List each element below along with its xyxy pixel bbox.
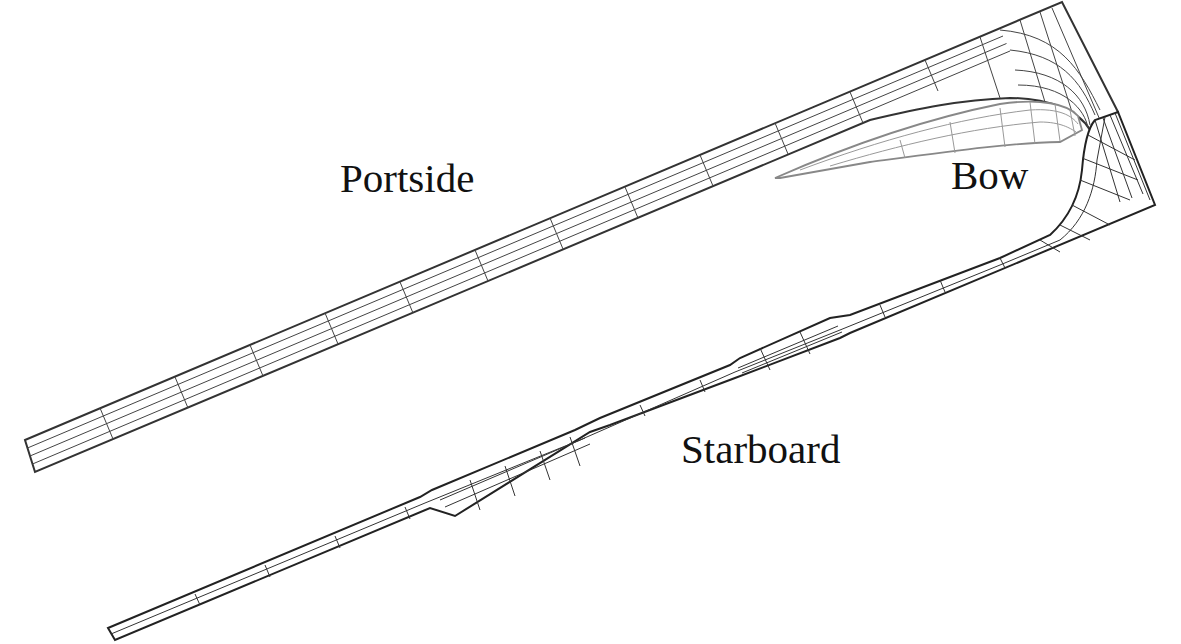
bow-label: Bow <box>951 155 1028 196</box>
side-label: Portside <box>340 158 474 199</box>
side-label: Starboard <box>681 429 840 470</box>
inner-surface-mesh <box>775 102 1082 178</box>
portside-mesh <box>25 2 1118 472</box>
starboard-mesh <box>108 112 1155 640</box>
